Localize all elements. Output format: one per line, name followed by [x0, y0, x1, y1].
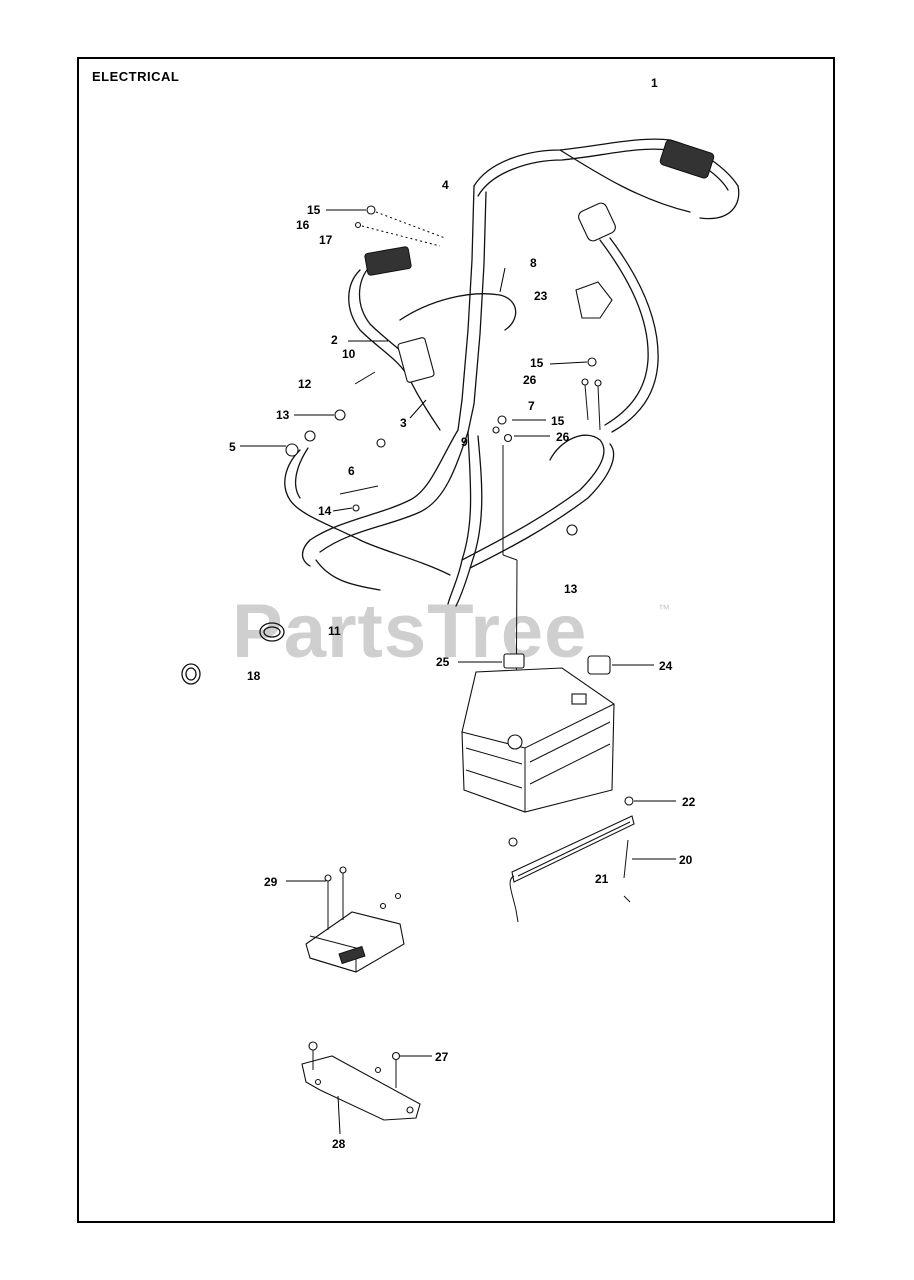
callout-24: 24: [659, 659, 673, 673]
wiring-harness: [284, 138, 740, 607]
callout-26: 26: [556, 430, 570, 444]
callout-6: 6: [348, 464, 355, 478]
callout-7: 7: [528, 399, 535, 413]
callout-15: 15: [551, 414, 565, 428]
callout-14: 14: [318, 504, 332, 518]
hardware-fasteners: [334, 205, 602, 536]
diagram-title: ELECTRICAL: [92, 69, 180, 84]
callout-4: 4: [442, 178, 449, 192]
callout-13: 13: [564, 582, 578, 596]
hose-clamps: [181, 622, 285, 685]
callout-15: 15: [530, 356, 544, 370]
callout-21: 21: [595, 872, 609, 886]
callout-22: 22: [682, 795, 696, 809]
callout-15: 15: [307, 203, 321, 217]
callout-11: 11: [328, 624, 341, 638]
callout-20: 20: [679, 853, 693, 867]
callout-9: 9: [461, 435, 468, 449]
watermark-trademark: ™: [658, 602, 670, 616]
callout-2: 2: [331, 333, 338, 347]
battery-terminals: [502, 445, 611, 743]
callout-25: 25: [436, 655, 450, 669]
callout-3: 3: [400, 416, 407, 430]
callout-16: 16: [296, 218, 310, 232]
ground-connector: [285, 430, 316, 457]
callout-8: 8: [530, 256, 537, 270]
control-module: [305, 866, 405, 973]
mounting-plate: [301, 1041, 421, 1121]
callout-18: 18: [247, 669, 261, 683]
callout-29: 29: [264, 875, 278, 889]
relay-bracket: [575, 281, 613, 319]
battery-hold-down: [508, 796, 635, 923]
callout-12: 12: [298, 377, 312, 391]
callout-5: 5: [229, 440, 236, 454]
callout-27: 27: [435, 1050, 449, 1064]
callout-23: 23: [534, 289, 548, 303]
watermark-logo: PartsTree: [232, 589, 588, 674]
callout-leaders: [240, 209, 676, 1135]
callout-26: 26: [523, 373, 537, 387]
callout-28: 28: [332, 1137, 346, 1151]
callout-13: 13: [276, 408, 290, 422]
battery: [461, 667, 615, 813]
diagram-frame: [77, 57, 835, 1223]
callout-17: 17: [319, 233, 333, 247]
callout-1: 1: [651, 76, 658, 90]
callout-10: 10: [342, 347, 356, 361]
